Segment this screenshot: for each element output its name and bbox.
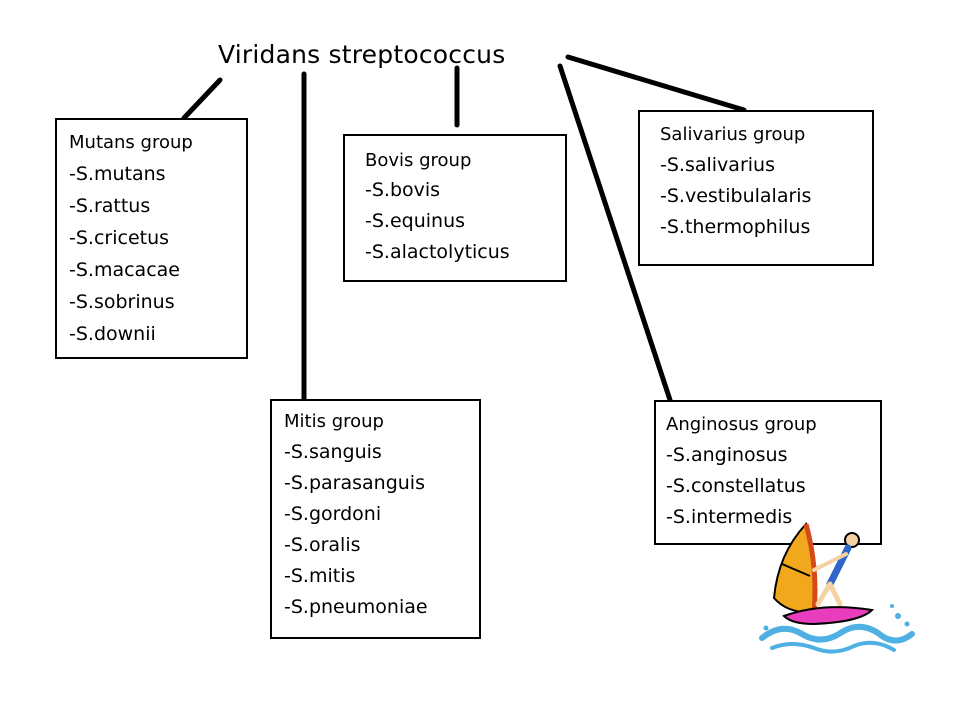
bovis-group-box: Bovis group -S.bovis -S.equinus -S.alact… <box>343 134 567 282</box>
species-item: -S.mitis <box>284 565 356 587</box>
species-item: -S.rattus <box>69 195 151 217</box>
species-item: -S.vestibulalaris <box>660 185 812 207</box>
diagram-title: Viridans streptococcus <box>218 40 506 69</box>
species-item: -S.parasanguis <box>284 472 425 494</box>
species-item: -S.intermedis <box>666 506 793 528</box>
windsurfer-icon <box>759 522 915 654</box>
species-item: -S.equinus <box>365 210 466 232</box>
species-item: -S.oralis <box>284 534 361 556</box>
species-item: -S.constellatus <box>666 475 806 497</box>
species-list: -S.salivarius -S.vestibulalaris -S.therm… <box>660 150 872 243</box>
salivarius-group-box: Salivarius group -S.salivarius -S.vestib… <box>638 110 874 266</box>
species-item: -S.bovis <box>365 179 441 201</box>
group-title: Salivarius group <box>660 124 806 145</box>
species-item: -S.mutans <box>69 163 166 185</box>
species-item: -S.downii <box>69 323 156 345</box>
species-item: -S.gordoni <box>284 503 382 525</box>
group-title: Mitis group <box>284 411 384 432</box>
group-title: Mutans group <box>69 132 193 153</box>
species-item: -S.salivarius <box>660 154 775 176</box>
species-item: -S.pneumoniae <box>284 596 428 618</box>
species-item: -S.thermophilus <box>660 216 811 238</box>
group-title: Anginosus group <box>666 414 817 435</box>
species-item: -S.macacae <box>69 259 180 281</box>
connector-mutans <box>181 77 223 121</box>
species-list: -S.sanguis -S.parasanguis -S.gordoni -S.… <box>284 437 479 623</box>
species-list: -S.anginosus -S.constellatus -S.intermed… <box>666 440 880 533</box>
species-item: -S.cricetus <box>69 227 170 249</box>
group-title: Bovis group <box>365 150 472 171</box>
anginosus-group-box: Anginosus group -S.anginosus -S.constell… <box>654 400 882 545</box>
connector-salivarius <box>565 54 747 113</box>
connector-anginosus <box>557 63 673 403</box>
species-item: -S.sobrinus <box>69 291 175 313</box>
species-list: -S.mutans -S.rattus -S.cricetus -S.macac… <box>69 158 246 350</box>
species-item: -S.alactolyticus <box>365 241 510 263</box>
species-item: -S.anginosus <box>666 444 788 466</box>
species-list: -S.bovis -S.equinus -S.alactolyticus <box>365 175 565 268</box>
species-item: -S.sanguis <box>284 441 382 463</box>
mutans-group-box: Mutans group -S.mutans -S.rattus -S.cric… <box>55 118 248 359</box>
mitis-group-box: Mitis group -S.sanguis -S.parasanguis -S… <box>270 399 481 639</box>
